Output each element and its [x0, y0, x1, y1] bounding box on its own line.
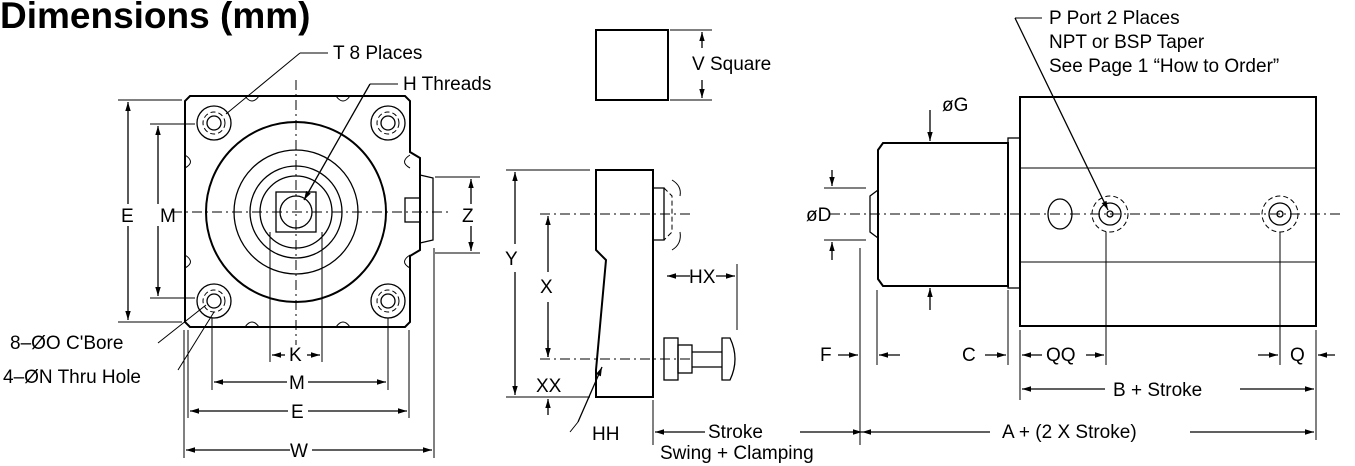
hx-label: HX [689, 267, 716, 288]
x-label: X [540, 277, 553, 298]
cylinder-side-view: øG øD F C QQ Q B + Stroke [652, 8, 1340, 464]
w-label: W [290, 441, 308, 462]
p-port-line3: See Page 1 “How to Order” [1049, 56, 1279, 77]
q-label: Q [1290, 345, 1305, 366]
c-label: C [962, 345, 976, 366]
e-bottom-label: E [291, 402, 304, 423]
swing-clamping-label: Swing + Clamping [660, 443, 814, 464]
thru-hole-label: 4–ØN Thru Hole [3, 367, 141, 388]
h-threads-label: H Threads [403, 74, 491, 95]
a-stroke-label: A + (2 X Stroke) [1002, 422, 1137, 443]
qq-label: QQ [1046, 345, 1076, 366]
y-label: Y [505, 249, 518, 270]
m-bottom-label: M [289, 373, 305, 394]
k-label: K [289, 345, 302, 366]
corner-bolt-holes [196, 105, 406, 319]
square-detail: V Square [595, 29, 771, 101]
p-port-line2: NPT or BSP Taper [1049, 32, 1205, 53]
b-stroke-label: B + Stroke [1113, 380, 1202, 401]
g-label: øG [942, 95, 968, 116]
t-places-label: T 8 Places [333, 43, 422, 64]
m-left-label: M [160, 206, 176, 227]
e-left-label: E [121, 206, 134, 227]
v-square-label: V Square [692, 54, 771, 75]
stroke-label: Stroke [708, 422, 763, 443]
d-label: øD [806, 205, 831, 226]
p-port-line1: P Port 2 Places [1049, 8, 1180, 29]
z-label: Z [462, 206, 474, 227]
front-view: E M Z T 8 Places H Threads 8–ØO C'Bore 4… [3, 43, 491, 462]
page-title: Dimensions (mm) [0, 0, 310, 36]
f-label: F [820, 345, 832, 366]
hh-label: HH [592, 424, 619, 445]
arm-side-view: Y X XX HX HH [505, 169, 738, 445]
xx-label: XX [536, 376, 562, 397]
cbore-label: 8–ØO C'Bore [10, 333, 123, 354]
